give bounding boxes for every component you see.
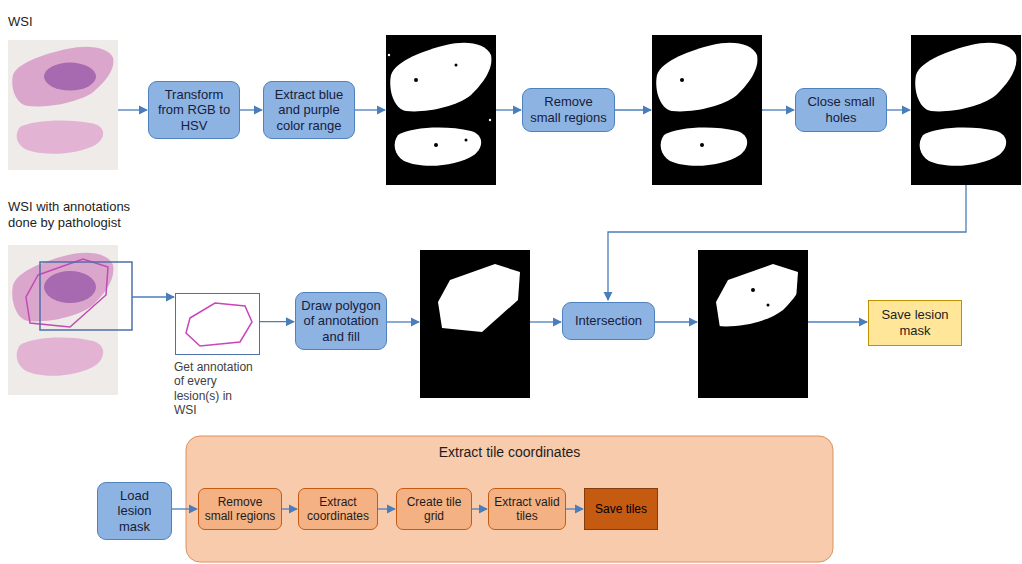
output-box: Save lesion mask [868, 300, 962, 346]
output-box: Save tiles [584, 488, 658, 530]
node-text: Intersection [575, 313, 642, 329]
node-text: Extract tile coordinates [439, 444, 581, 461]
step-box: Extract valid tiles [488, 488, 566, 530]
group-panel [186, 436, 833, 562]
group-box: Extract tile coordinatesRemove small reg… [186, 436, 833, 562]
step-box: Extract coordinates [298, 488, 378, 530]
annotation-ground [175, 293, 260, 355]
node-text: Load lesion mask [103, 488, 166, 535]
flow-arrow [566, 508, 583, 509]
flow-arrow [260, 321, 294, 322]
process-box: Load lesion mask [97, 482, 172, 541]
flow-arrow [378, 508, 395, 509]
node-text: Transform from RGB to HSV [154, 87, 234, 134]
flow-arrow [172, 508, 197, 509]
node-text: Create tile grid [401, 495, 467, 524]
process-box: Transform from RGB to HSV [148, 81, 240, 140]
node-text: Draw polygon of annotation and fill [301, 298, 381, 345]
node-text: Extract valid tiles [493, 495, 561, 524]
node-text: Extract blue and purple color range [269, 87, 349, 134]
process-box: Extract blue and purple color range [263, 81, 355, 140]
step-box: Create tile grid [396, 488, 472, 530]
process-box: Intersection [562, 302, 655, 340]
flow-arrows [118, 110, 966, 322]
annotation-box: Get annotation of every lesion(s) in WSI [175, 293, 260, 355]
selection-rectangle [40, 262, 132, 330]
node-text: Remove small regions [528, 94, 609, 125]
node-text: Extract coordinates [303, 495, 373, 524]
image-caption: WSI with annotations done by pathologist [8, 199, 158, 232]
tissue-mask [911, 35, 1021, 185]
flow-arrow [132, 296, 174, 297]
image-caption: WSI [8, 14, 68, 30]
tissue-mask [652, 35, 762, 185]
wsi-image [8, 40, 118, 170]
node-text: Remove small regions [203, 495, 277, 524]
node-text: Save tiles [595, 502, 647, 516]
process-box: Close small holes [795, 88, 887, 131]
flow-arrow [282, 508, 297, 509]
process-box: Draw polygon of annotation and fill [295, 292, 387, 351]
node-text: Save lesion mask [874, 307, 956, 338]
node-text: Get annotation of every lesion(s) in WSI [174, 360, 257, 418]
flow-arrow [472, 508, 487, 509]
process-box: Remove small regions [522, 88, 615, 131]
lesion-mask [698, 250, 808, 398]
annotation-outline [186, 303, 252, 346]
annotated-wsi-image [8, 245, 118, 395]
step-box: Remove small regions [198, 488, 282, 530]
tissue-mask [386, 35, 496, 185]
polygon-mask [420, 250, 530, 398]
flow-arrow [240, 109, 262, 110]
node-text: Close small holes [801, 94, 881, 125]
